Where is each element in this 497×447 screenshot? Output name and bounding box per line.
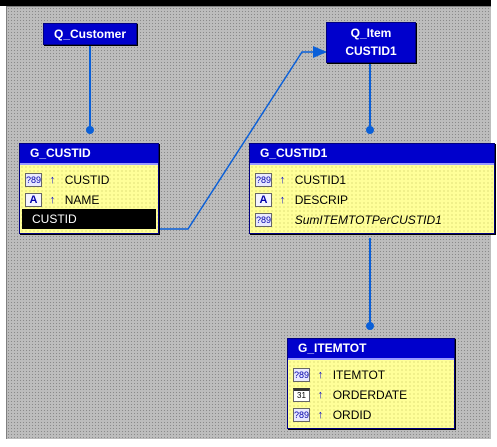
number-type-icon: ?89 [255,172,272,187]
group-body: ?89 ↑ CUSTID A ↑ NAME CUSTID [20,165,158,233]
column-label: CUSTID [64,172,110,187]
number-type-icon: ?89 [255,212,272,227]
group-g-itemtot[interactable]: G_ITEMTOT ?89 ↑ ITEMTOT 31 ↑ ORDERDATE ?… [287,338,455,429]
date-type-icon: 31 [293,387,310,402]
column-label: ITEMTOT [332,367,386,382]
query-q-item[interactable]: Q_Item CUSTID1 [326,22,416,63]
query-link-column[interactable]: CUSTID1 [345,44,397,58]
group-column-itemtot[interactable]: ?89 ↑ ITEMTOT [288,364,454,384]
column-label: DESCRIP [294,192,349,207]
group-column-custid-selected[interactable]: CUSTID [22,209,156,229]
bottom-border [0,439,497,447]
column-label: CUSTID [32,212,77,226]
sort-ascending-icon: ↑ [317,408,324,421]
column-label: NAME [64,192,100,207]
number-type-icon: ?89 [25,172,42,187]
group-body: ?89 ↑ ITEMTOT 31 ↑ ORDERDATE ?89 ↑ ORDID [288,360,454,428]
group-title: G_ITEMTOT [288,339,454,360]
group-column-descrip[interactable]: A ↑ DESCRIP [250,189,494,209]
column-label: CUSTID1 [294,172,347,187]
sort-ascending-icon: ↑ [279,173,286,186]
group-column-name[interactable]: A ↑ NAME [20,189,158,209]
sort-ascending-icon: ↑ [317,388,324,401]
number-type-icon: ?89 [293,367,310,382]
group-g-custid1[interactable]: G_CUSTID1 ?89 ↑ CUSTID1 A ↑ DESCRIP ?89 … [249,143,495,234]
group-column-custid[interactable]: ?89 ↑ CUSTID [20,169,158,189]
column-label: ORDERDATE [332,387,408,402]
group-column-ordid[interactable]: ?89 ↑ ORDID [288,404,454,424]
group-column-summary[interactable]: ?89 SumITEMTOTPerCUSTID1 [250,209,494,229]
sort-ascending-icon: ↑ [317,368,324,381]
group-g-custid[interactable]: G_CUSTID ?89 ↑ CUSTID A ↑ NAME CUSTID [19,143,159,234]
query-title: Q_Item [350,26,392,40]
column-label: SumITEMTOTPerCUSTID1 [294,212,442,227]
character-type-icon: A [255,192,272,207]
group-body: ?89 ↑ CUSTID1 A ↑ DESCRIP ?89 SumITEMTOT… [250,165,494,233]
character-type-icon: A [25,192,42,207]
sort-ascending-icon: ↑ [49,173,56,186]
top-border [0,0,497,6]
group-column-orderdate[interactable]: 31 ↑ ORDERDATE [288,384,454,404]
query-title: Q_Customer [53,27,127,41]
group-column-custid1[interactable]: ?89 ↑ CUSTID1 [250,169,494,189]
number-type-icon: ?89 [293,407,310,422]
query-q-customer[interactable]: Q_Customer [43,23,137,45]
group-title: G_CUSTID [20,144,158,165]
column-label: ORDID [332,407,372,422]
sort-ascending-icon: ↑ [49,193,56,206]
sort-ascending-icon: ↑ [279,193,286,206]
group-title: G_CUSTID1 [250,144,494,165]
